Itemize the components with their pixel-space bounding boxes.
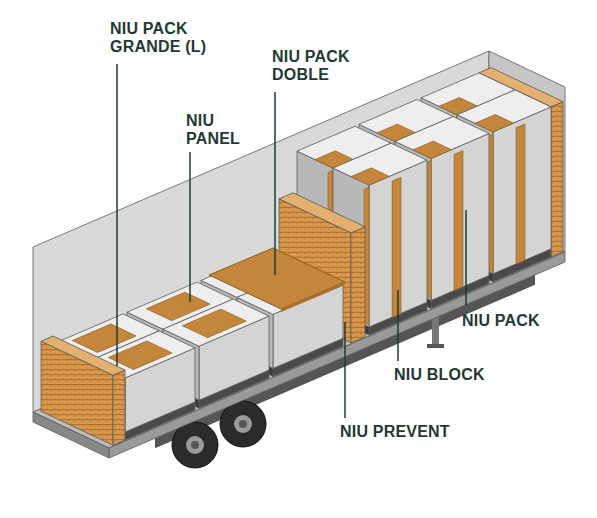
leader-line bbox=[465, 210, 467, 306]
leader-lines bbox=[117, 64, 466, 418]
double-sheet-edge bbox=[281, 282, 345, 312]
wheel bbox=[172, 422, 218, 468]
honeycomb-stack bbox=[41, 336, 125, 445]
leader-line bbox=[116, 64, 118, 366]
part-label: NIU PREVENT bbox=[340, 423, 450, 441]
part-label: NIU BLOCK bbox=[394, 366, 485, 384]
landing-leg bbox=[427, 316, 444, 348]
wheel bbox=[220, 401, 266, 447]
leader-line bbox=[274, 92, 276, 275]
part-label: NIU PACK GRANDE (L) bbox=[110, 20, 222, 57]
part-label: NIU PACK bbox=[462, 312, 540, 330]
trailer bbox=[33, 51, 565, 468]
leader-line bbox=[397, 290, 399, 361]
leader-line bbox=[189, 152, 191, 302]
leader-line bbox=[344, 322, 346, 418]
part-label: NIU PANEL bbox=[186, 112, 248, 149]
part-label: NIU PACK DOBLE bbox=[272, 48, 356, 85]
